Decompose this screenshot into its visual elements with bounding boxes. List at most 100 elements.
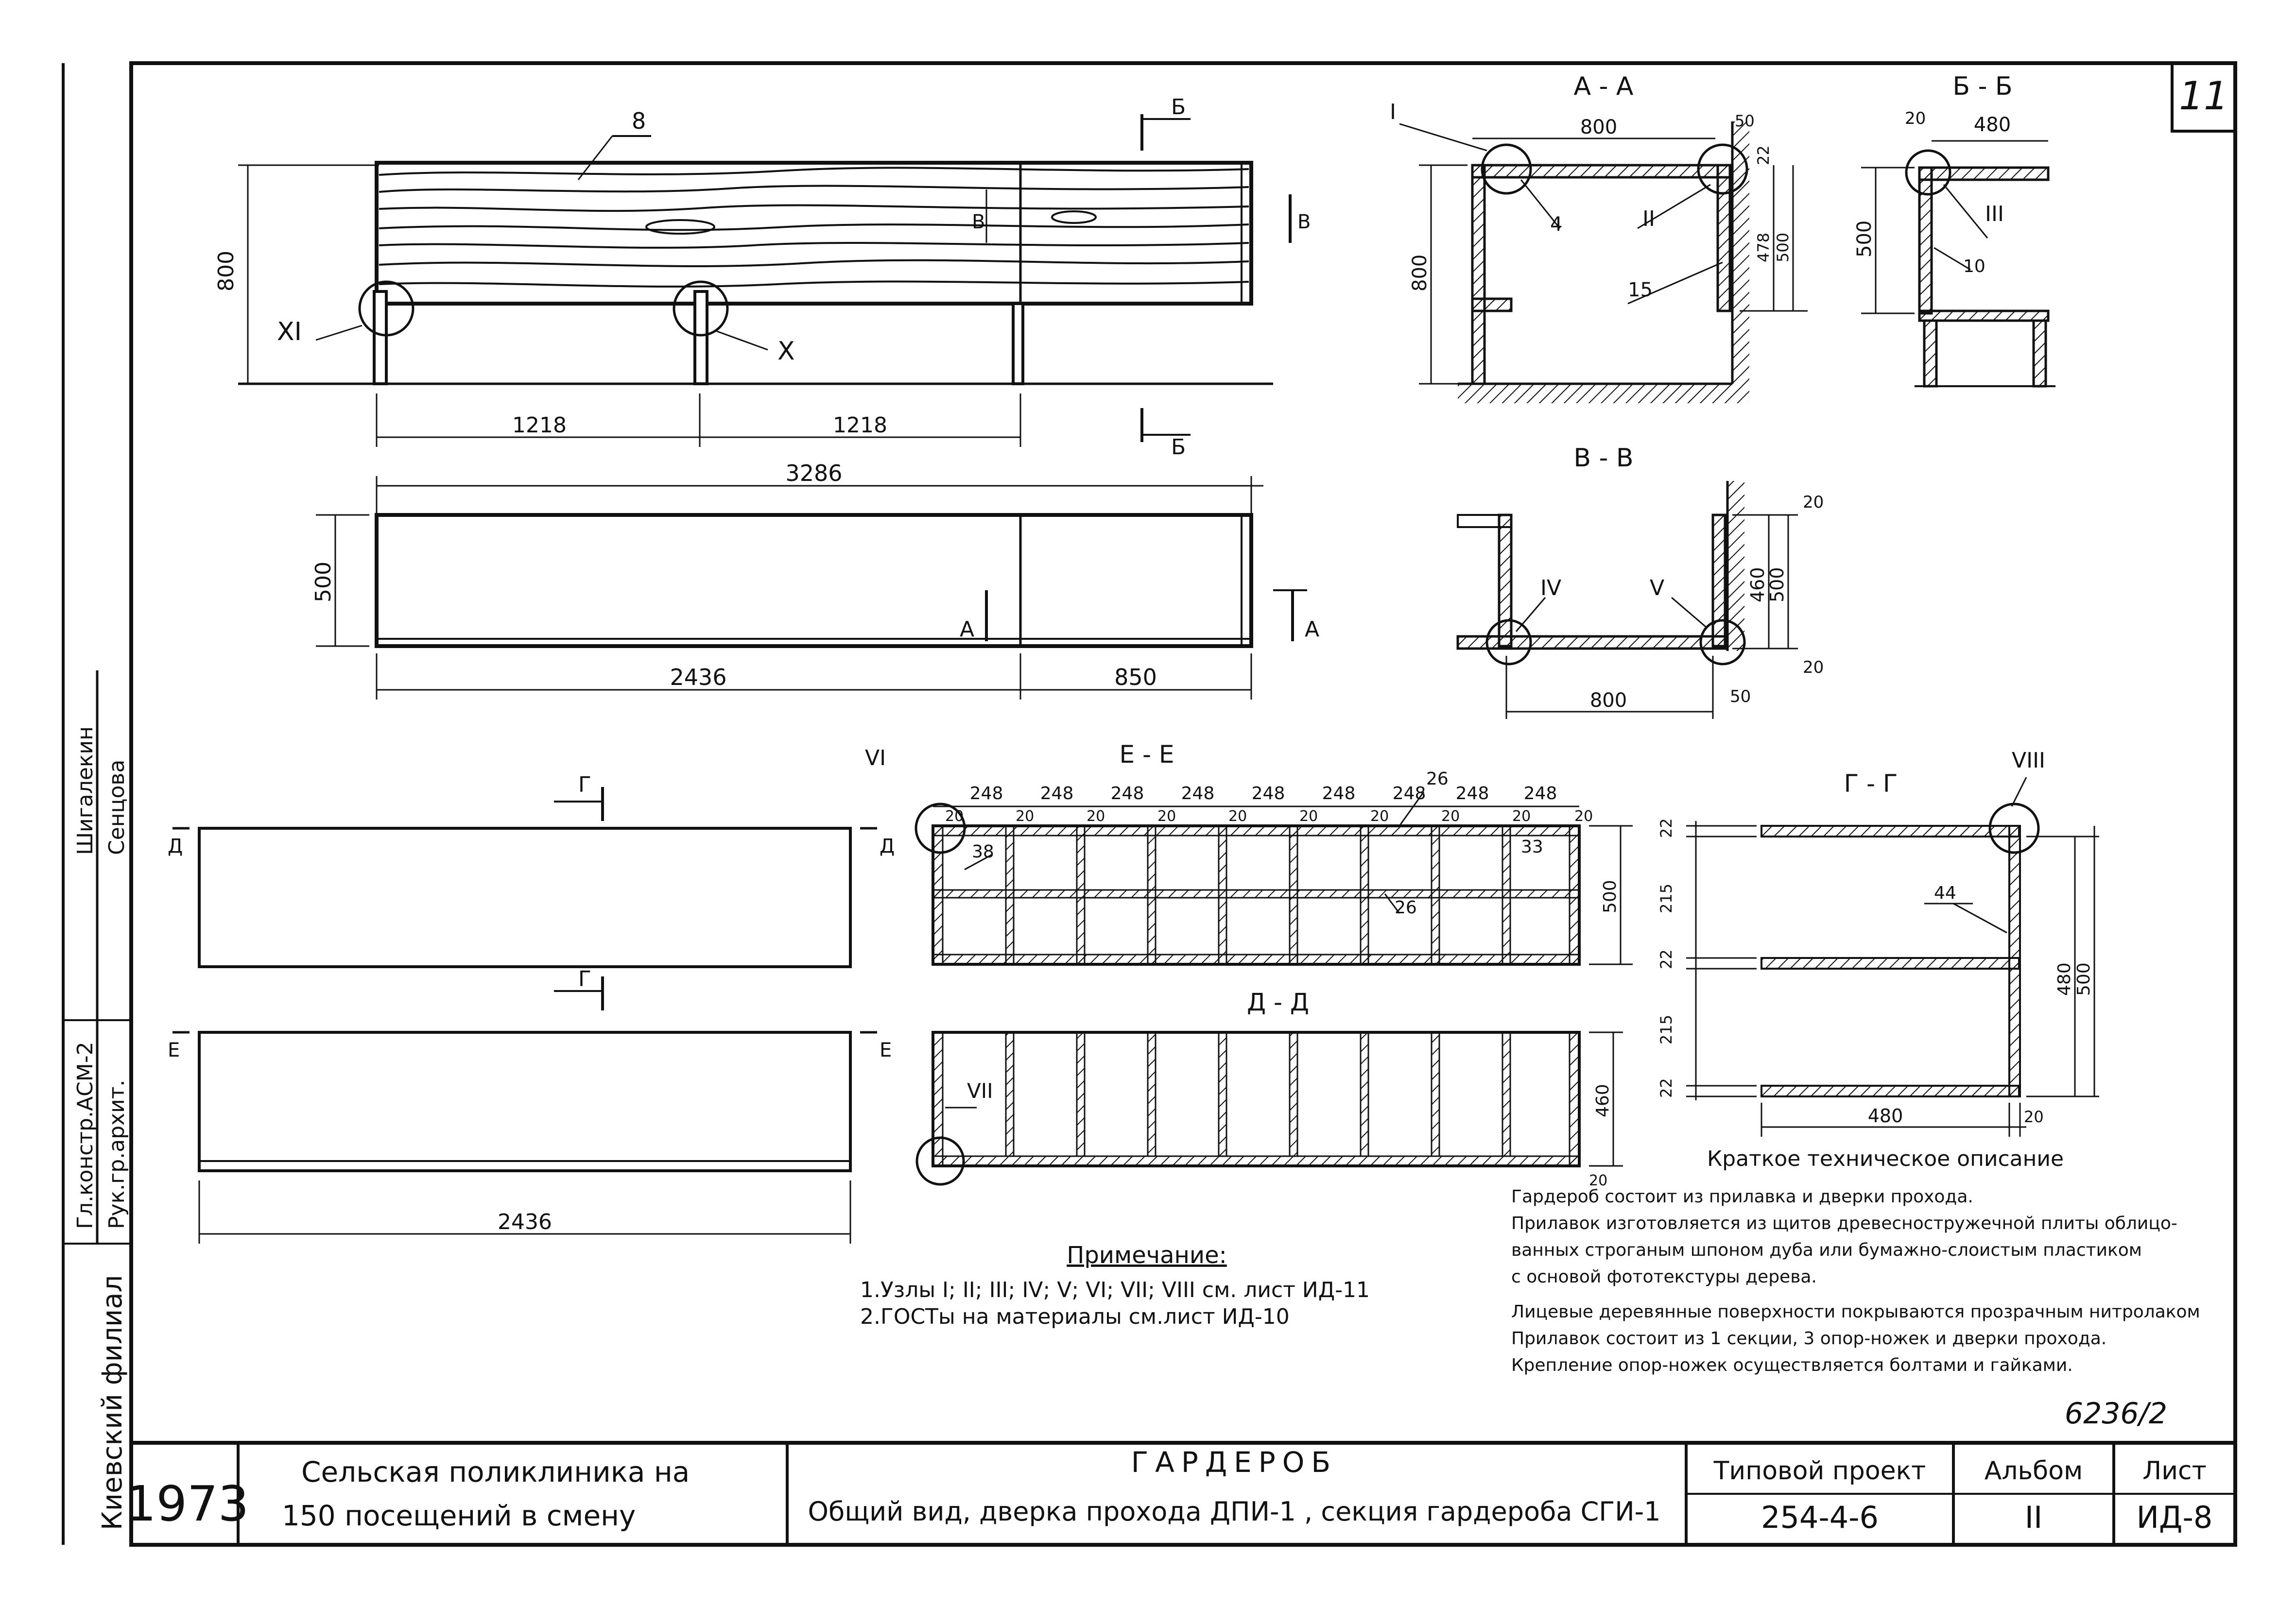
section-v-v-title: В - В xyxy=(1573,444,1633,473)
rect-sec-g-top: Г xyxy=(578,772,591,797)
org-name: Киевский филиал xyxy=(97,1275,128,1530)
description-line: с основой фототекстуры дерева. xyxy=(1511,1267,1817,1287)
section-a-a xyxy=(1399,121,1808,403)
description-line: ванных строганым шпоном дуба или бумажно… xyxy=(1511,1240,2142,1260)
ee-module-8: 248 xyxy=(1456,784,1489,804)
ee-module-2: 248 xyxy=(1040,784,1074,804)
ee-gap-10: 20 xyxy=(1574,808,1593,825)
plan-right-len: 850 xyxy=(1114,664,1157,690)
project-value: 254-4-6 xyxy=(1761,1500,1879,1535)
vv-node4: IV xyxy=(1540,576,1561,600)
aa-node1: I xyxy=(1390,100,1396,124)
gg-node: VIII xyxy=(2012,748,2045,773)
ee-node: VI xyxy=(865,746,886,770)
plan-left-len: 2436 xyxy=(670,664,726,690)
gg-base: 480 xyxy=(1868,1105,1903,1127)
plan-overall: 3286 xyxy=(785,460,842,486)
description-line: Гардероб состоит из прилавка и дверки пр… xyxy=(1511,1187,1973,1207)
section-a-a-title: А - А xyxy=(1574,72,1634,101)
description-line: Прилавок изготовляется из щитов древесно… xyxy=(1511,1214,2177,1233)
front-mark-v-right: В xyxy=(1297,211,1311,233)
front-sec-b-bottom: Б xyxy=(1171,435,1186,460)
gg-d480: 480 xyxy=(2054,962,2074,996)
bb-d1: 20 xyxy=(1905,109,1926,128)
ee-module-7: 248 xyxy=(1393,784,1426,804)
vv-500: 500 xyxy=(1766,567,1788,602)
vv-top: 20 xyxy=(1803,493,1824,512)
vv-460: 460 xyxy=(1747,567,1768,602)
plan-sec-a-right: А xyxy=(1305,617,1319,642)
ee-depth: 500 xyxy=(1600,880,1620,913)
name-sentsova: Сенцова xyxy=(104,760,129,855)
title-block xyxy=(129,1441,2237,1547)
album-value: II xyxy=(2025,1500,2043,1535)
section-g-g-title: Г - Г xyxy=(1844,769,1898,798)
bb-node: III xyxy=(1985,202,2004,226)
aa-wall: 50 xyxy=(1735,112,1755,130)
front-view xyxy=(238,114,1292,447)
notes-line2: 2.ГОСТы на материалы см.лист ИД-10 xyxy=(860,1304,1290,1329)
aa-d3: 500 xyxy=(1774,233,1792,262)
aa-d1: 22 xyxy=(1754,145,1773,165)
gg-d22-2: 22 xyxy=(1657,949,1675,969)
vv-node5: V xyxy=(1650,576,1664,600)
aa-pos1: 4 xyxy=(1550,213,1562,236)
gg-d215-2: 215 xyxy=(1657,1015,1675,1044)
rect-sec-d-left: Д xyxy=(168,835,183,857)
ee-gap-7: 20 xyxy=(1370,808,1389,825)
sheet-number: 11 xyxy=(2179,73,2228,119)
notes-heading: Примечание: xyxy=(1067,1242,1227,1269)
ee-gap-6: 20 xyxy=(1299,808,1318,825)
gg-d22-1: 22 xyxy=(1657,818,1675,838)
section-e-e xyxy=(915,791,1633,966)
project-label: Типовой проект xyxy=(1713,1456,1926,1486)
section-b-b xyxy=(1861,140,2055,388)
plan-depth: 500 xyxy=(311,562,336,602)
aa-node2: II xyxy=(1642,206,1655,231)
plan-view xyxy=(316,476,1307,700)
aa-pos2: 15 xyxy=(1628,279,1653,301)
description-line: Прилавок состоит из 1 секции, 3 опор-нож… xyxy=(1511,1329,2106,1349)
node-x-label: X xyxy=(777,337,795,366)
node-xi-label: XI xyxy=(277,317,302,346)
description-line: Лицевые деревянные поверхности покрывают… xyxy=(1511,1302,2200,1322)
drawing-title: ГАРДЕРОБ xyxy=(1131,1446,1337,1479)
bb-width: 480 xyxy=(1974,114,2011,136)
aa-d2: 478 xyxy=(1754,233,1773,262)
ee-pos-top: 26 xyxy=(1426,769,1449,789)
rect-length: 2436 xyxy=(498,1210,552,1234)
dd-bottom: 20 xyxy=(1589,1172,1607,1189)
vv-width: 800 xyxy=(1590,689,1627,712)
section-d-d-title: Д - Д xyxy=(1247,988,1309,1016)
section-v-v xyxy=(1456,481,1798,719)
object-line1: Сельская поликлиника на xyxy=(301,1455,690,1488)
ee-module-3: 248 xyxy=(1111,784,1144,804)
role-constructor: Гл.констр.АСМ-2 xyxy=(73,1042,98,1229)
sheet-code: 6236/2 xyxy=(2065,1397,2167,1431)
sheet-label: Лист xyxy=(2142,1456,2207,1486)
gg-pos: 44 xyxy=(1934,883,1956,903)
aa-width: 800 xyxy=(1580,116,1617,138)
ee-pos-right: 33 xyxy=(1521,837,1543,857)
role-architect: Рук.гр.архит. xyxy=(104,1080,129,1229)
object-line2: 150 посещений в смену xyxy=(282,1499,636,1532)
ee-module-6: 248 xyxy=(1322,784,1356,804)
section-g-g xyxy=(1686,777,2099,1137)
year: 1973 xyxy=(125,1475,249,1532)
name-shigalekin: Шигалекин xyxy=(73,726,98,855)
sheet-value: ИД-8 xyxy=(2137,1500,2213,1535)
ee-pos-mid: 26 xyxy=(1395,898,1417,918)
gg-d22-3: 22 xyxy=(1657,1078,1675,1098)
ee-gap-3: 20 xyxy=(1087,808,1105,825)
description-heading: Краткое техническое описание xyxy=(1707,1146,2064,1171)
ee-module-5: 248 xyxy=(1252,784,1285,804)
front-mark-v: В xyxy=(972,211,985,233)
ee-module-1: 248 xyxy=(970,784,1003,804)
section-b-b-title: Б - Б xyxy=(1952,72,2012,101)
ee-gap-5: 20 xyxy=(1228,808,1247,825)
gg-d500: 500 xyxy=(2074,962,2094,996)
ee-module-9: 248 xyxy=(1524,784,1557,804)
ee-gap-1: 20 xyxy=(945,808,964,825)
drawing-subtitle: Общий вид, дверка прохода ДПИ-1 , секция… xyxy=(808,1496,1661,1527)
section-e-e-title: Е - Е xyxy=(1119,740,1174,769)
